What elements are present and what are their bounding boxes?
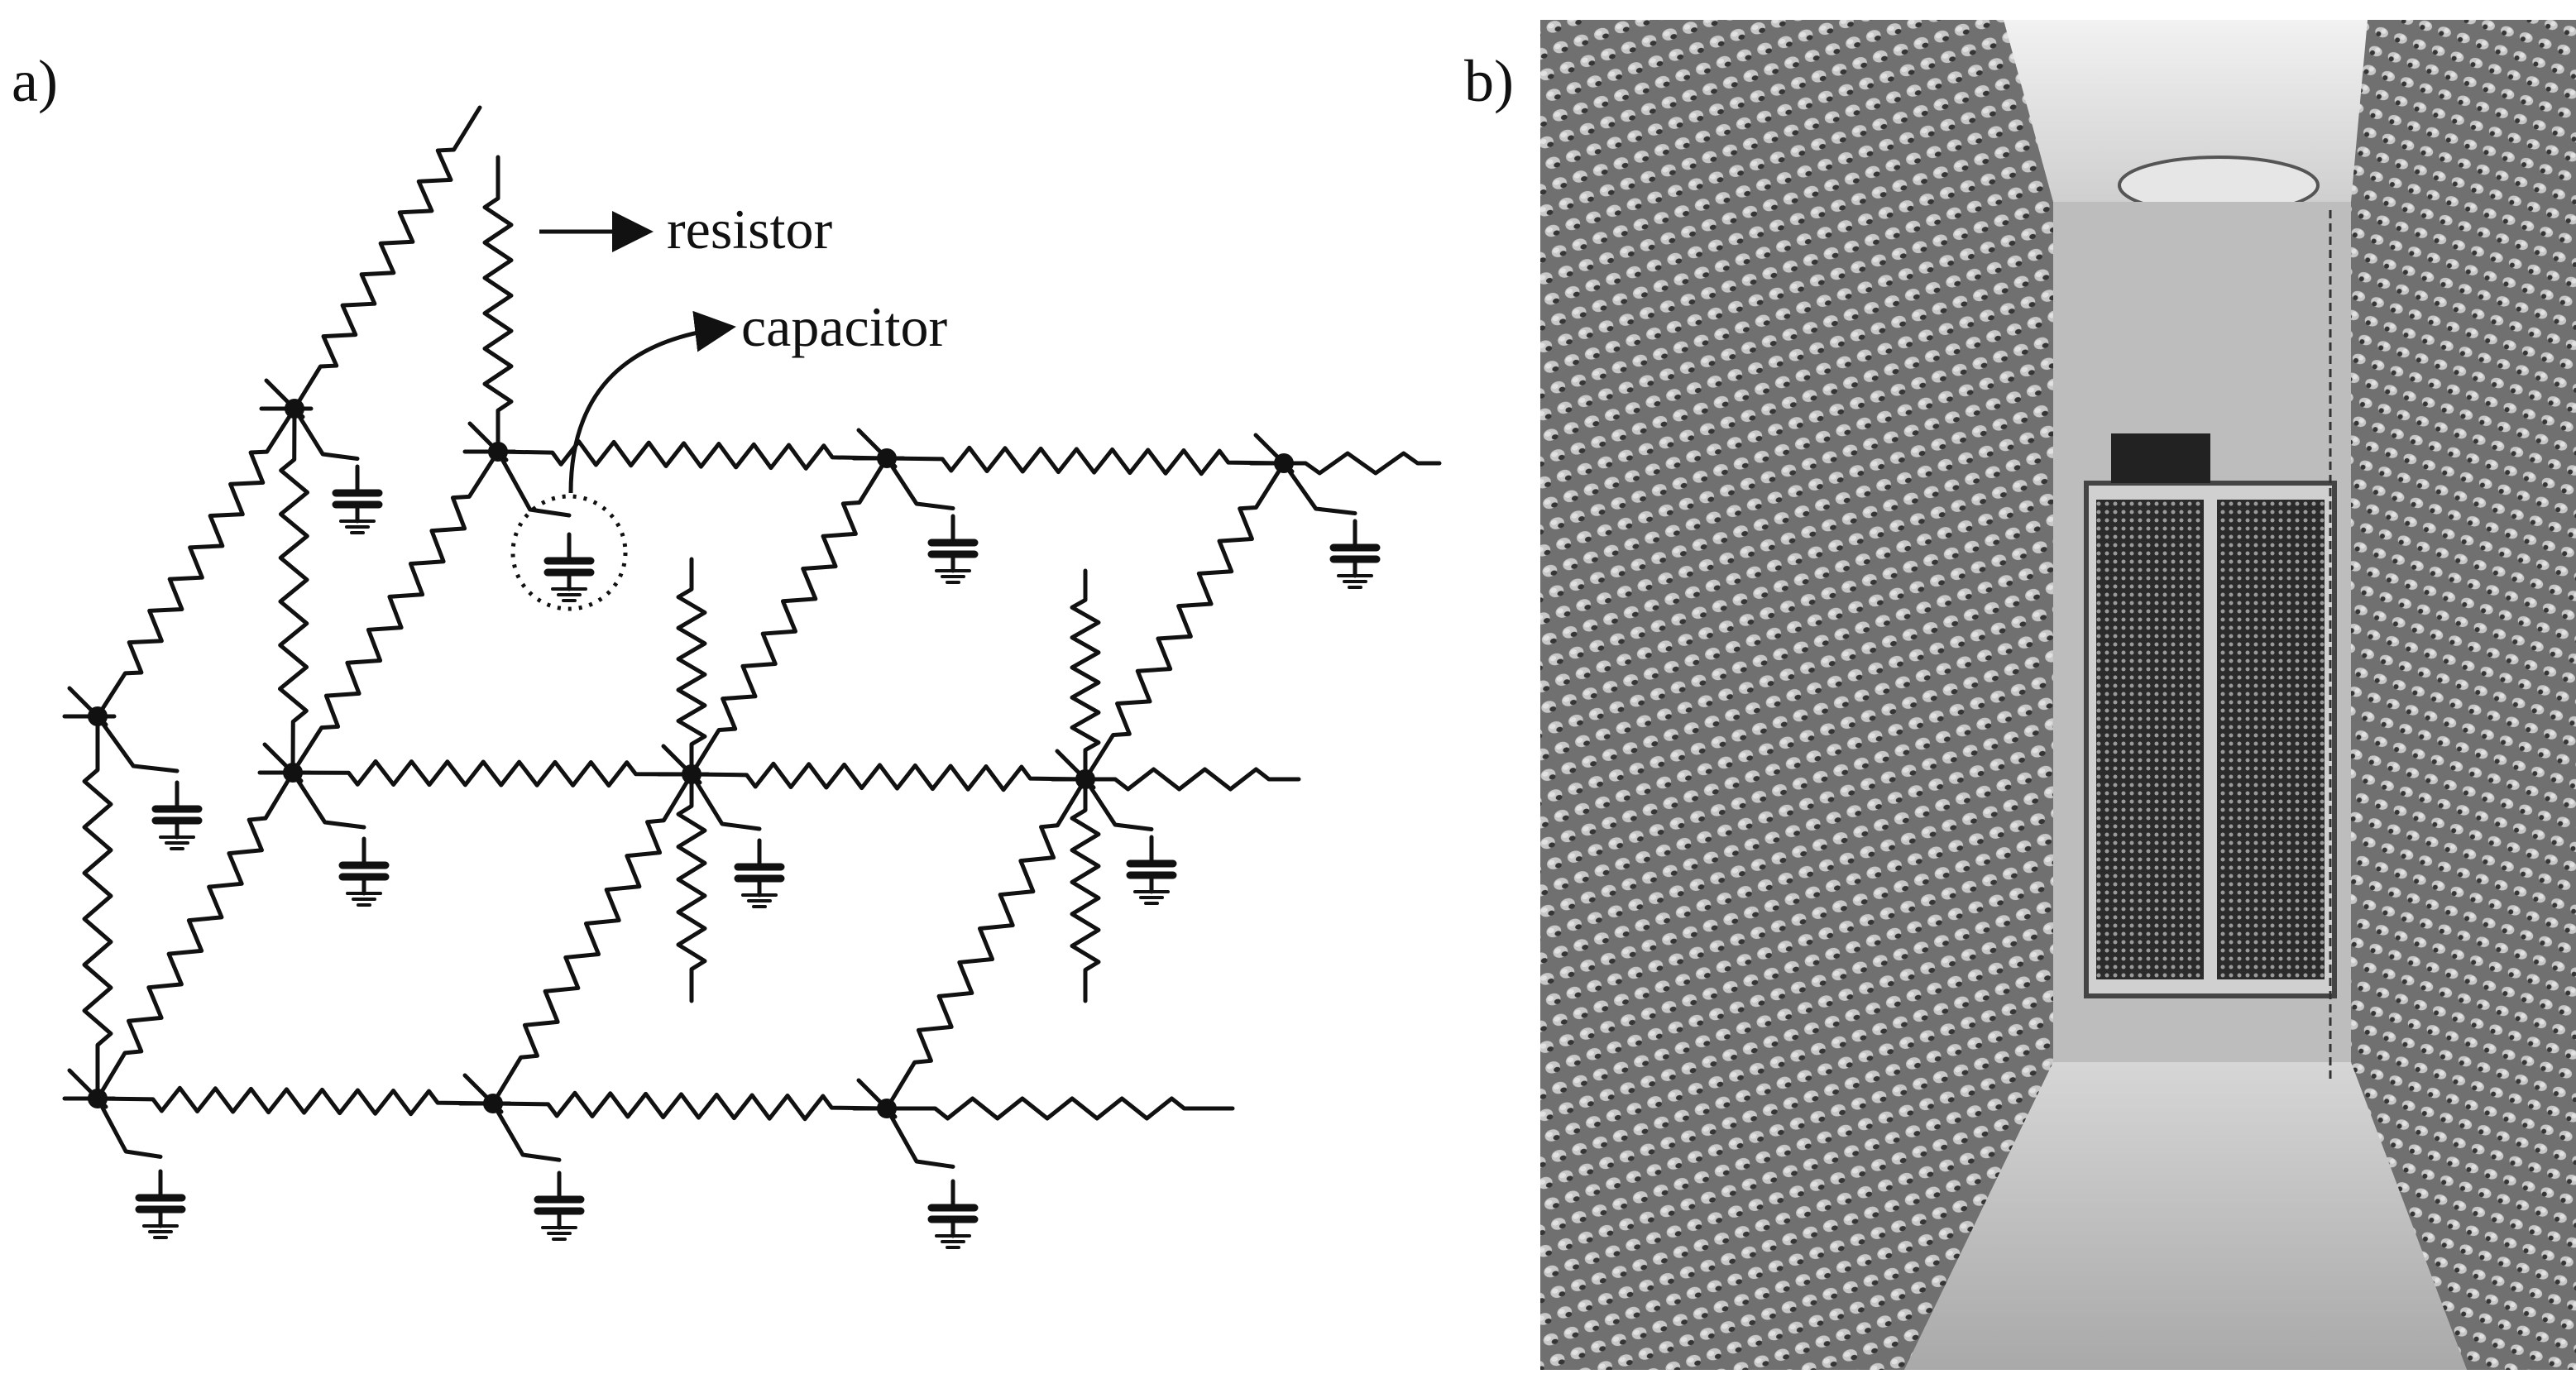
network-node	[285, 399, 304, 419]
resistor-symbol	[884, 1096, 1235, 1121]
resistor-symbol	[676, 557, 707, 777]
resistor-symbol	[277, 406, 310, 775]
capacitor-branch	[491, 1101, 562, 1162]
resistor-symbol	[1281, 451, 1442, 476]
resistor-symbol	[496, 439, 889, 471]
resistor-symbol	[482, 155, 514, 454]
capacitor-annotation: capacitor	[741, 295, 948, 358]
resistor-network-photo	[1540, 20, 2576, 1370]
resistor-symbol	[1070, 777, 1101, 1003]
resistor-symbol	[1083, 461, 1286, 782]
resistor-capacitor-network-diagram: resistor capacitor	[62, 105, 1442, 1249]
network-node	[483, 1094, 503, 1113]
resistor-symbol	[95, 406, 297, 719]
network-node	[682, 764, 701, 784]
resistor-symbol	[689, 761, 1088, 792]
resistor-symbol	[95, 770, 295, 1101]
resistor-symbol	[689, 456, 889, 777]
panel-b-label: b)	[1464, 48, 1514, 114]
network-node	[488, 442, 508, 462]
resistor-symbol	[1083, 767, 1301, 792]
photo-floor	[1904, 1062, 2467, 1370]
resistor-symbol	[884, 445, 1286, 476]
network-node	[283, 763, 303, 783]
resistor-symbol	[95, 1085, 496, 1117]
resistor-symbol	[491, 772, 694, 1106]
resistor-symbol	[82, 714, 113, 1101]
resistor-symbol	[1070, 568, 1101, 782]
resistor-symbol	[676, 772, 707, 1003]
resistor-symbol	[292, 105, 482, 411]
resistor-symbol	[290, 449, 500, 775]
capacitor-arrow	[568, 310, 736, 494]
network-node	[88, 1089, 108, 1108]
network-node	[88, 706, 108, 726]
network-wires	[62, 105, 1442, 1169]
resistor-symbol	[491, 1090, 889, 1122]
panel-a-label: a)	[12, 48, 58, 114]
photo-ceiling	[2004, 20, 2368, 202]
capacitor-branch	[292, 406, 360, 461]
highlight-circle	[510, 494, 628, 611]
capacitor-branch	[884, 456, 955, 510]
capacitor-branch	[496, 449, 572, 518]
resistor-symbol	[290, 759, 694, 788]
capacitor-symbols	[135, 464, 1381, 1249]
network-node	[877, 448, 897, 468]
network-node	[877, 1099, 897, 1118]
capacitor-branch	[290, 770, 366, 830]
network-nodes	[88, 399, 1294, 1118]
network-node	[1274, 453, 1294, 473]
capacitor-branch	[95, 1096, 163, 1159]
capacitor-branch	[1083, 777, 1154, 831]
capacitor-branch	[884, 1106, 955, 1169]
resistor-annotation: resistor	[667, 198, 833, 261]
capacitor-branch	[689, 772, 762, 831]
resistor-symbol	[884, 777, 1088, 1111]
network-node	[1075, 769, 1095, 789]
capacitor-branch	[1281, 461, 1357, 515]
photo-left-wall	[1540, 20, 2053, 1370]
photo-right-wall	[2351, 20, 2576, 1370]
capacitor-branch	[95, 714, 180, 773]
